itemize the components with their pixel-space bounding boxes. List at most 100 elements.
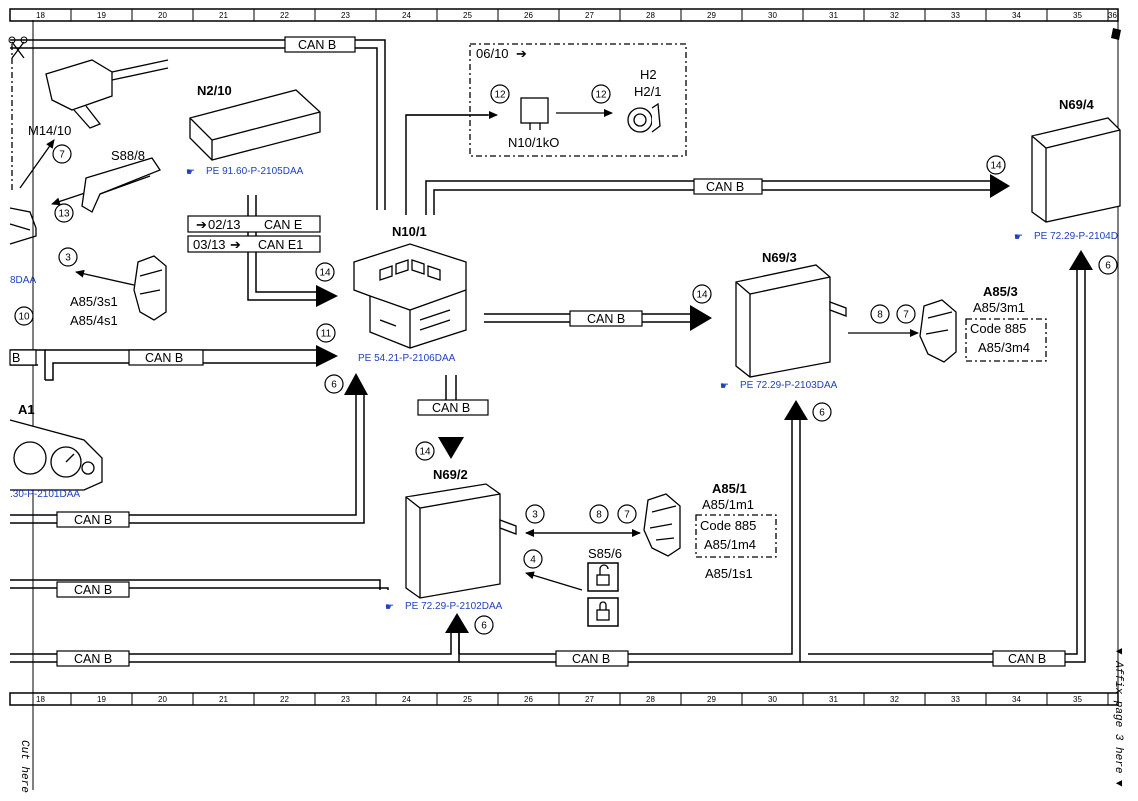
n2-10-module (189, 89, 321, 161)
can-b-label: CAN B (74, 513, 112, 527)
svg-text:14: 14 (696, 290, 708, 301)
callout-circle: 11 (316, 323, 336, 343)
callout-circle: 10 (14, 306, 34, 326)
ruler-number: 26 (524, 695, 533, 704)
label-n69-2: N69/2 (433, 467, 468, 482)
book-icon: ☛ (1014, 232, 1023, 243)
ruler-number: 28 (646, 11, 655, 20)
n69-2-module (405, 483, 517, 599)
ruler-number: 19 (97, 11, 106, 20)
label-n69-4: N69/4 (1059, 97, 1094, 112)
n69-3-module (735, 264, 847, 378)
instrument-cluster (9, 419, 103, 491)
callout-circle: 4 (523, 549, 543, 569)
svg-text:10: 10 (18, 312, 30, 323)
callout-circle: 8 (589, 504, 609, 524)
can-b-label: CAN B (74, 583, 112, 597)
ruler-number: 32 (890, 11, 899, 20)
label-a1: A1 (18, 402, 35, 417)
can-b-label: CAN B (74, 652, 112, 666)
can-label-texts: CAN B CAN B CAN B CAN B CAN B CAN B CAN … (12, 38, 1046, 666)
ruler-number: 31 (829, 695, 838, 704)
can-b-label: CAN B (145, 351, 183, 365)
svg-text:6: 6 (819, 408, 825, 419)
ruler-number: 21 (219, 11, 228, 20)
label-a85-3m1: A85/3m1 (973, 300, 1025, 315)
label-a85-1m4: A85/1m4 (704, 537, 756, 552)
label-m14-10: M14/10 (28, 123, 71, 138)
ruler-number: 31 (829, 11, 838, 20)
ruler-number: 24 (402, 695, 411, 704)
label-code-885: Code 885 (700, 518, 756, 533)
svg-text:B: B (12, 351, 20, 365)
date-0213: 02/13 (208, 217, 241, 232)
thin-arrows (19, 109, 919, 591)
label-a85-3s1: A85/3s1 (70, 294, 118, 309)
svg-text:12: 12 (494, 90, 506, 101)
ref-pe-2106: PE 54.21-P-2106DAA (358, 353, 456, 364)
ruler-number: 18 (36, 695, 45, 704)
ruler-number: 23 (341, 11, 350, 20)
callout-circle: 14 (315, 262, 335, 282)
svg-text:13: 13 (58, 209, 70, 220)
affix-page-text: ▼ Affix page 3 here ▼ (1112, 648, 1124, 787)
can-b-label: CAN B (432, 401, 470, 415)
ruler-number: 18 (36, 11, 45, 20)
svg-text:7: 7 (624, 510, 630, 521)
label-n10-1ko: N10/1kO (508, 135, 559, 150)
ruler-number: 36 (1108, 11, 1117, 20)
svg-text:6: 6 (331, 380, 337, 391)
part-labels: M14/10 S88/8 A85/3s1 A85/4s1 N10/1kO H2 … (28, 46, 1030, 581)
callout-circle: 14 (986, 155, 1006, 175)
horn-icon (627, 102, 661, 133)
unlock-icon (596, 564, 610, 586)
callout-circle: 12 (490, 84, 510, 104)
ref-pe-2105: PE 91.60-P-2105DAA (206, 166, 304, 177)
ruler-number: 35 (1073, 695, 1082, 704)
dashed-boxes (11, 43, 1047, 558)
ruler-number: 34 (1012, 695, 1021, 704)
label-s85-6: S85/6 (588, 546, 622, 561)
svg-text:12: 12 (595, 90, 607, 101)
callout-circle: 6 (1098, 255, 1118, 275)
label-s88-8: S88/8 (111, 148, 145, 163)
label-n69-3: N69/3 (762, 250, 797, 265)
block-arrows (316, 174, 1093, 633)
can-e-label: CAN E (264, 218, 302, 232)
callout-circle: 6 (324, 374, 344, 394)
corner-bracket-icon (1111, 28, 1121, 40)
ruler-number: 29 (707, 11, 716, 20)
svg-text:7: 7 (903, 310, 909, 321)
can-label-boxes (9, 36, 1066, 667)
a85-3-latch (919, 299, 957, 363)
svg-text:11: 11 (321, 329, 332, 340)
callout-circle: 14 (692, 284, 712, 304)
ruler-number: 22 (280, 695, 289, 704)
svg-text:3: 3 (532, 510, 538, 521)
ruler-number: 32 (890, 695, 899, 704)
can-b-label: CAN B (587, 312, 625, 326)
n10-1-module (353, 243, 467, 349)
lock-icon (596, 601, 610, 621)
svg-text:8: 8 (877, 310, 883, 321)
label-h2-1: H2/1 (634, 84, 661, 99)
partial-left-module (9, 207, 37, 245)
a85-3s1-latch (133, 255, 167, 321)
ruler-number: 27 (585, 695, 594, 704)
can-b-label: CAN B (572, 652, 610, 666)
ruler-number: 22 (280, 11, 289, 20)
ref-pe-2102: PE 72.29-P-2102DAA (405, 601, 503, 612)
ruler-number: 25 (463, 11, 472, 20)
s88-8-handle (81, 157, 161, 213)
svg-text:14: 14 (990, 161, 1002, 172)
a85-1-latch (643, 493, 681, 557)
ruler-number: 33 (951, 695, 960, 704)
arrow-prefix-icon: ➔ (196, 217, 207, 232)
date-0313: 03/13 (193, 237, 226, 252)
book-icon: ☛ (186, 167, 195, 178)
ruler-number: 21 (219, 695, 228, 704)
arrow-date-icon: ➔ (516, 46, 527, 61)
label-a85-1m1: A85/1m1 (702, 497, 754, 512)
lock-switch-group (587, 562, 619, 627)
